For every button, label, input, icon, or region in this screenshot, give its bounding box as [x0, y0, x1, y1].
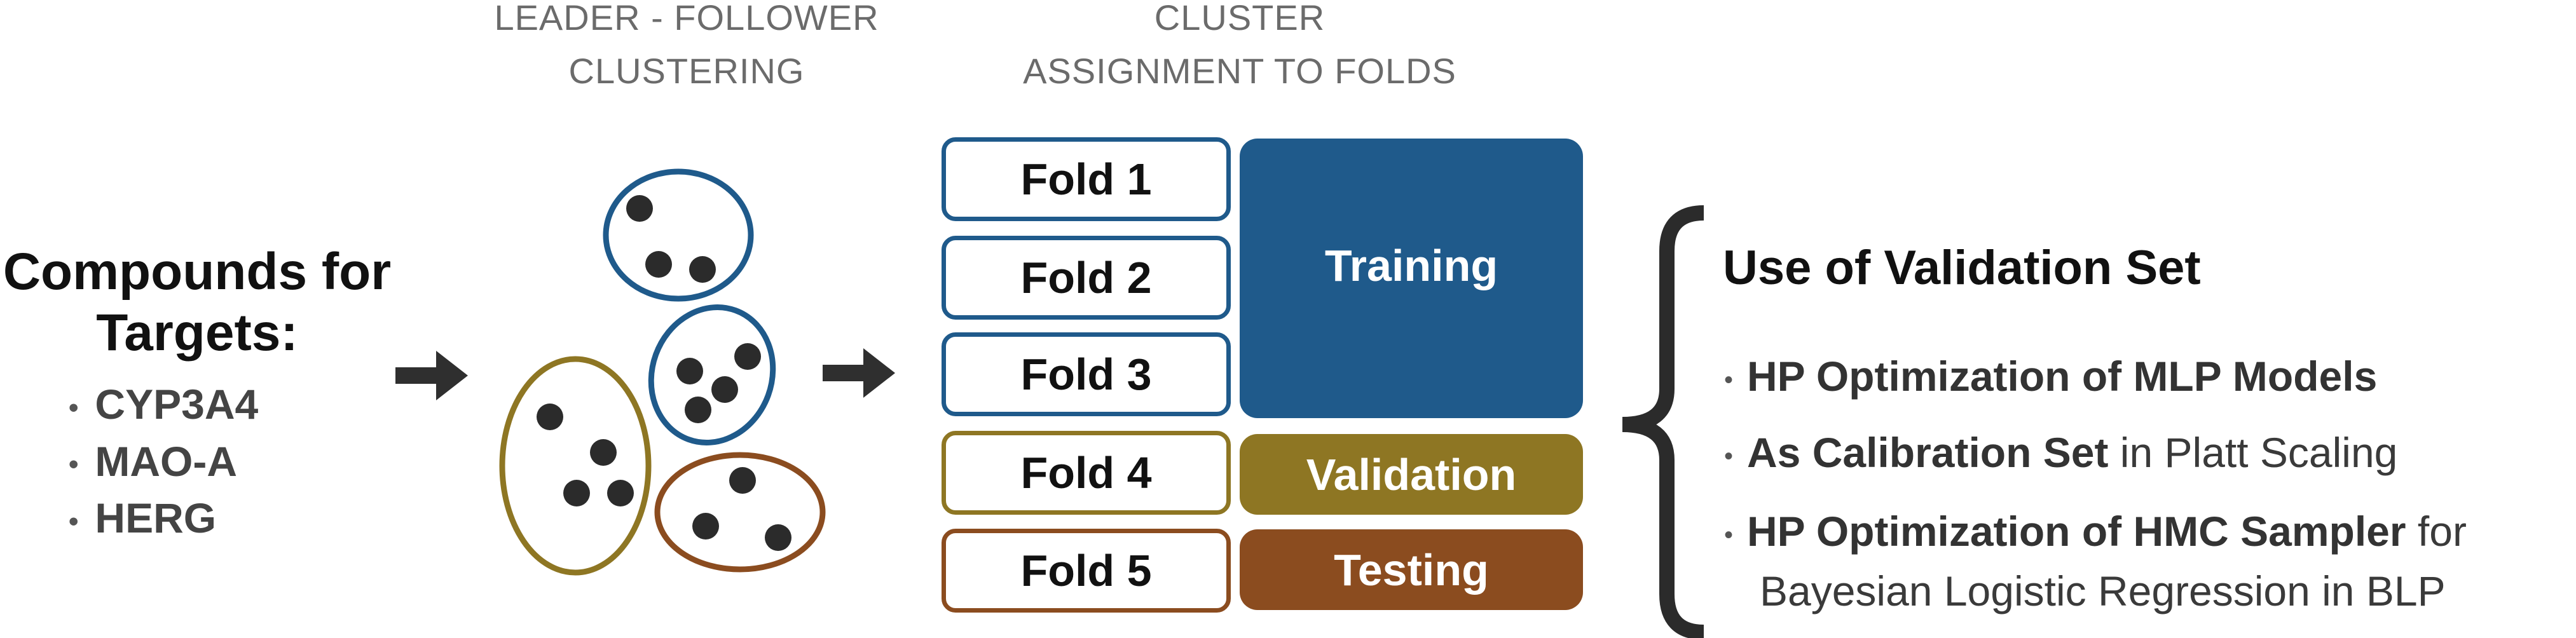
- fold-1: Fold 1: [942, 137, 1231, 221]
- fold-5: Fold 5: [942, 529, 1231, 613]
- fold-4: Fold 4: [942, 431, 1231, 515]
- assignment-heading-line2: ASSIGNMENT TO FOLDS: [1023, 51, 1456, 91]
- training-block: Training: [1240, 139, 1583, 418]
- assignment-heading: CLUSTER ASSIGNMENT TO FOLDS: [954, 0, 1526, 98]
- bullet-dot-icon: •: [1724, 442, 1734, 470]
- bullet-dot-icon: •: [1724, 520, 1734, 549]
- compounds-block: Compounds for Targets: •CYP3A4 •MAO-A •H…: [0, 241, 407, 548]
- target-item: •MAO-A: [69, 437, 238, 485]
- fold-2: Fold 2: [942, 236, 1231, 320]
- target-list: •CYP3A4 •MAO-A •HERG: [69, 377, 407, 548]
- fold-3: Fold 3: [942, 332, 1231, 416]
- target-item: •HERG: [69, 494, 217, 542]
- arrow-right-icon: [823, 348, 895, 398]
- validation-use-title: Use of Validation Set: [1723, 241, 2201, 295]
- validation-block: Validation: [1240, 434, 1583, 515]
- validation-use-item-line2: Bayesian Logistic Regression in BLP: [1760, 567, 2446, 614]
- compounds-title-line2: Targets:: [96, 304, 298, 362]
- target-item: •CYP3A4: [69, 381, 259, 428]
- bullet-dot-icon: •: [69, 391, 79, 423]
- clustering-heading-line2: CLUSTERING: [568, 51, 805, 91]
- bullet-dot-icon: •: [69, 505, 79, 537]
- bullet-dot-icon: •: [69, 449, 79, 480]
- validation-use-item: •As Calibration Set in Platt Scaling: [1724, 429, 2398, 476]
- testing-block: Testing: [1240, 529, 1583, 610]
- cluster-top: [603, 168, 754, 302]
- curly-brace-icon: [1622, 205, 1704, 638]
- compounds-title-line1: Compounds for: [3, 243, 392, 301]
- clustering-heading: LEADER - FOLLOWER CLUSTERING: [445, 0, 928, 98]
- cluster-middle: [648, 304, 776, 445]
- validation-use-item: •HP Optimization of MLP Models: [1724, 353, 2378, 400]
- validation-use-item: •HP Optimization of HMC Sampler for Baye…: [1724, 505, 2570, 618]
- compounds-title: Compounds for Targets:: [0, 241, 394, 363]
- cluster-bottom-right: [654, 452, 826, 573]
- assignment-heading-line1: CLUSTER: [1154, 0, 1326, 37]
- clustering-heading-line1: LEADER - FOLLOWER: [494, 0, 879, 37]
- bullet-dot-icon: •: [1724, 365, 1734, 394]
- cluster-left: [499, 356, 652, 576]
- arrow-right-icon: [395, 351, 468, 400]
